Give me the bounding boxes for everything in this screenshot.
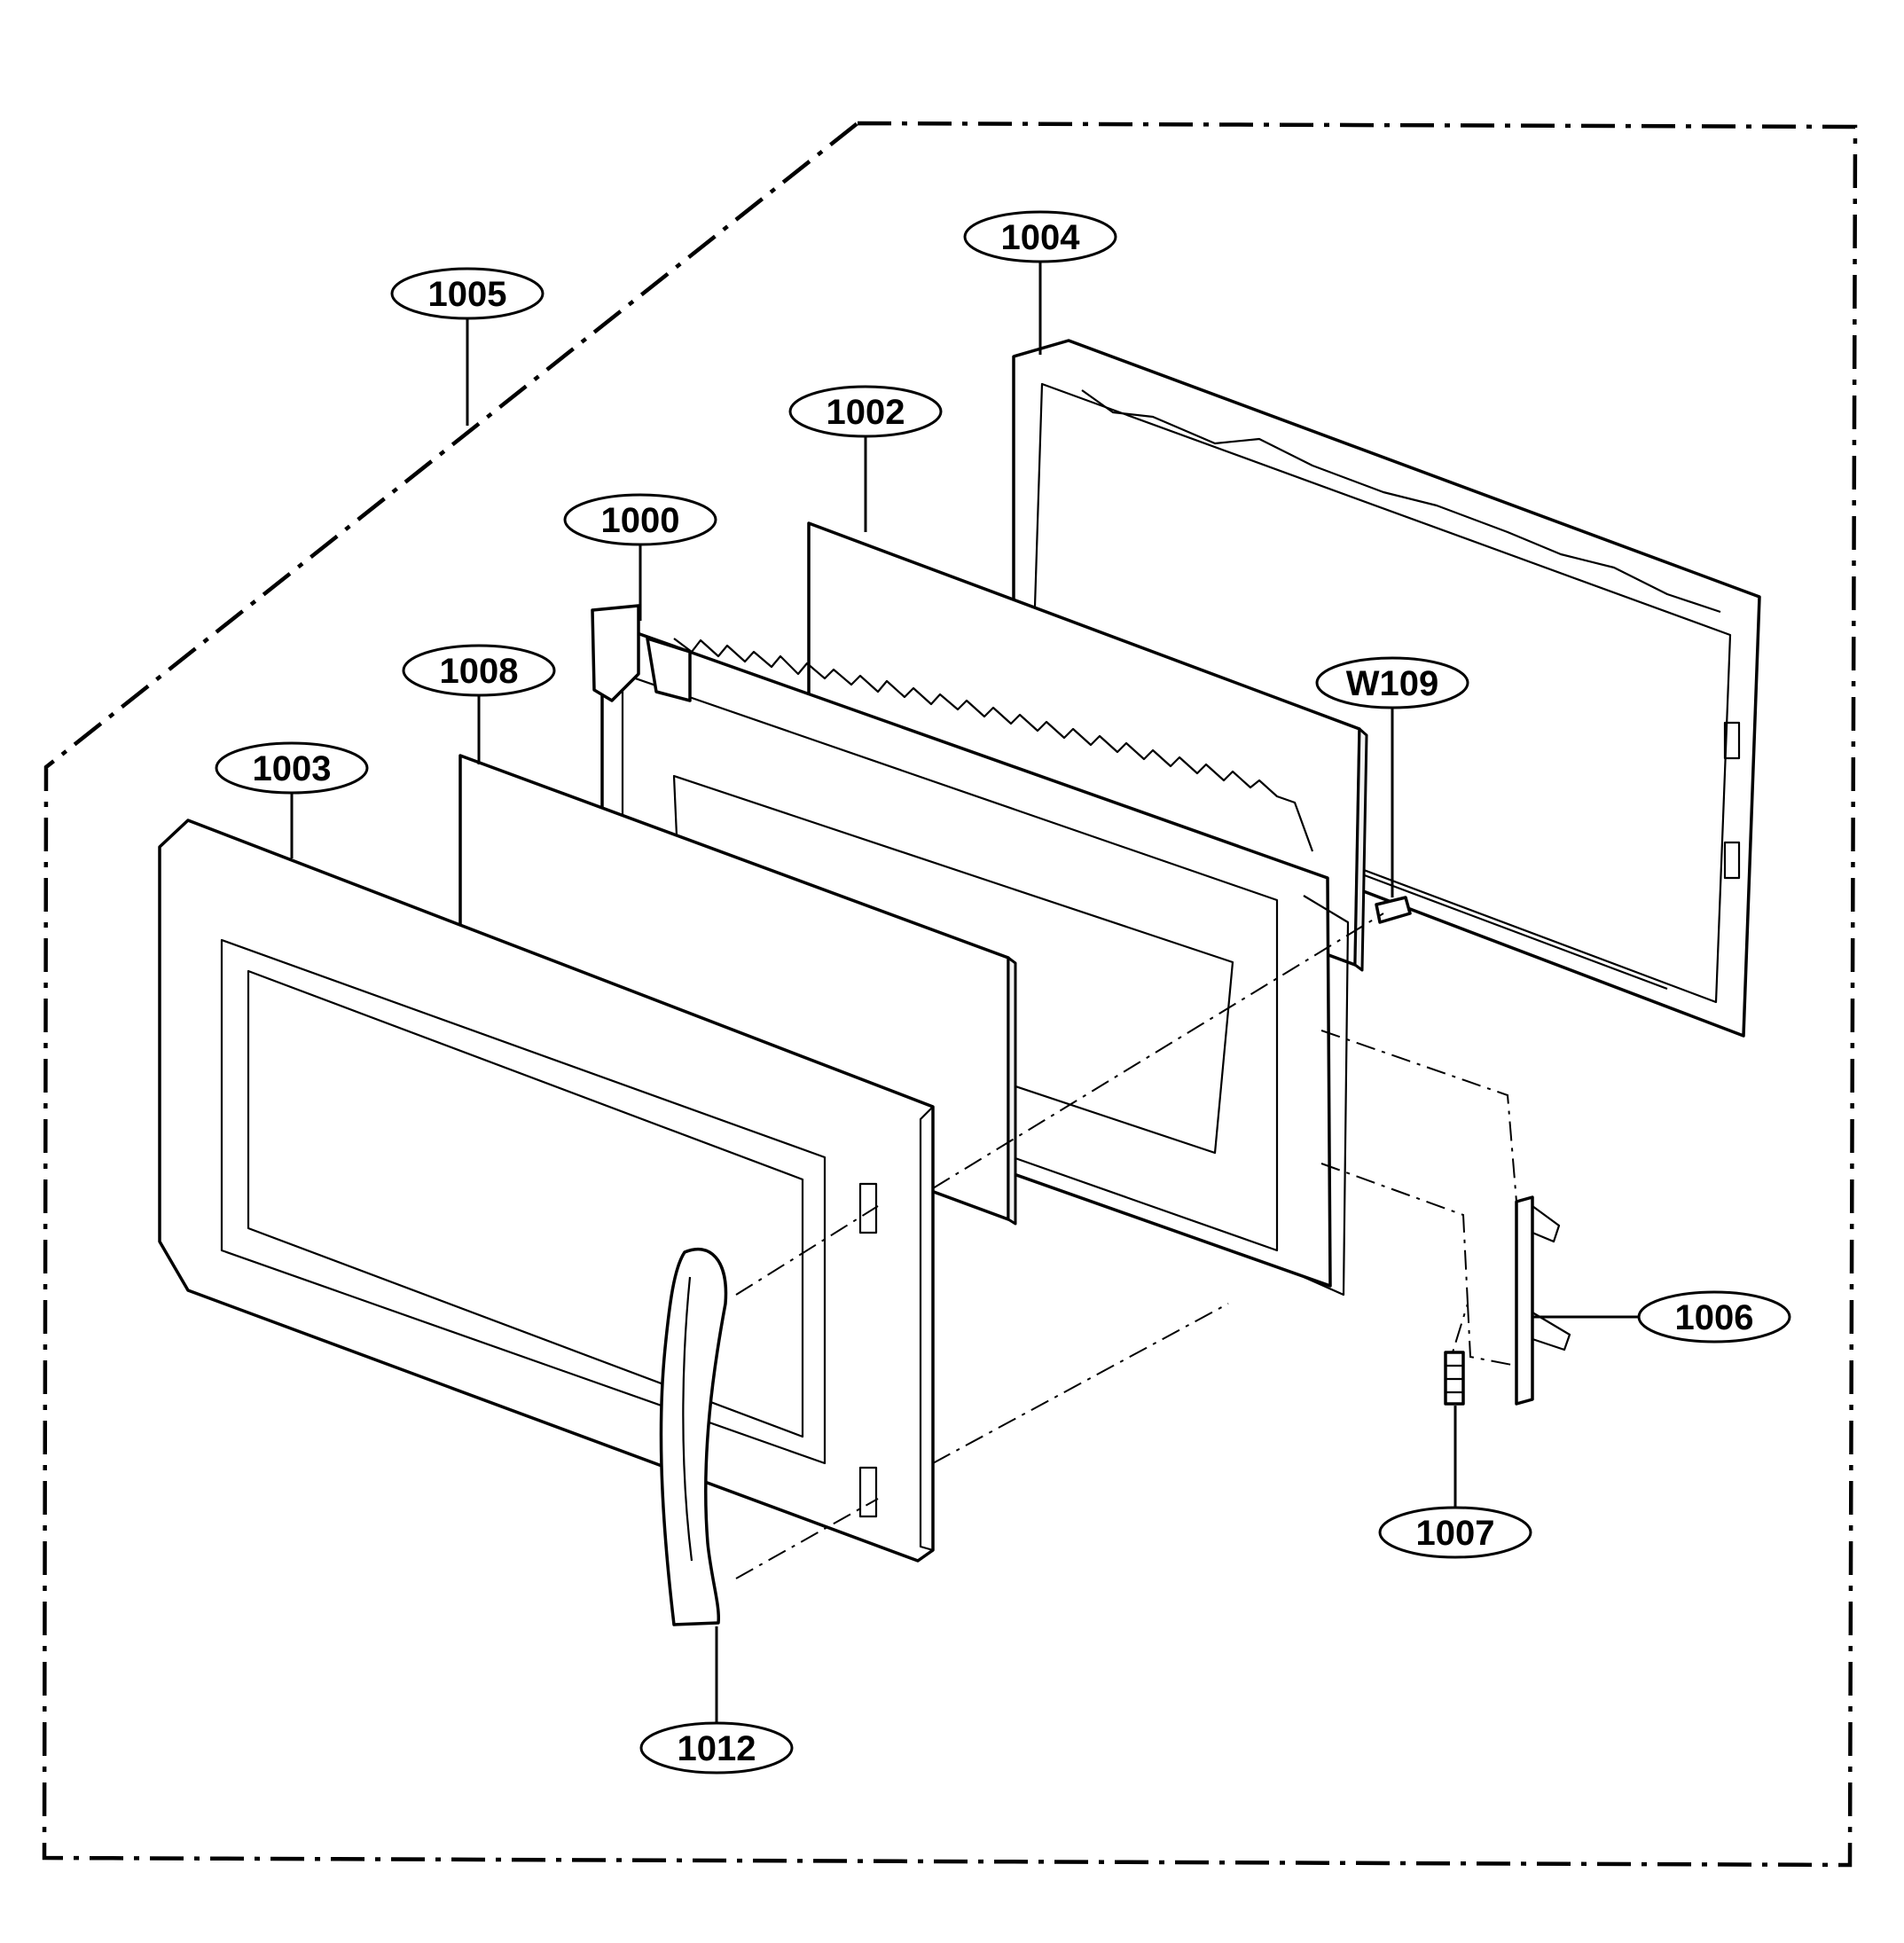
part-1012-door-handle [659, 1247, 728, 1626]
callout-1003: 1003 [215, 741, 369, 858]
svg-text:1000: 1000 [601, 501, 680, 540]
callout-1007: 1007 [1378, 1406, 1532, 1559]
part-W109-screw [1375, 896, 1412, 924]
svg-text:1007: 1007 [1416, 1514, 1495, 1553]
svg-text:W109: W109 [1346, 664, 1439, 703]
callout-1005: 1005 [390, 267, 545, 426]
callout-1012: 1012 [639, 1626, 794, 1775]
assembly-lines [735, 913, 1517, 1579]
svg-text:1006: 1006 [1675, 1298, 1754, 1337]
svg-text:1003: 1003 [253, 749, 332, 788]
part-1003-door-front [158, 819, 935, 1563]
callout-1002: 1002 [788, 385, 943, 532]
svg-text:1012: 1012 [678, 1729, 756, 1768]
svg-text:1005: 1005 [428, 275, 507, 314]
callout-W109: W109 [1315, 656, 1469, 897]
svg-text:1008: 1008 [440, 652, 519, 691]
callout-1006: 1006 [1532, 1290, 1791, 1344]
assembly-boundary [42, 121, 1858, 1868]
part-1006-latch-hook [1515, 1195, 1571, 1406]
part-1007-spring [1444, 1351, 1465, 1406]
callout-1000: 1000 [563, 493, 717, 621]
svg-text:1004: 1004 [1001, 218, 1081, 257]
callout-1008: 1008 [402, 644, 556, 764]
svg-text:1002: 1002 [827, 393, 905, 432]
callout-1004: 1004 [963, 210, 1117, 355]
